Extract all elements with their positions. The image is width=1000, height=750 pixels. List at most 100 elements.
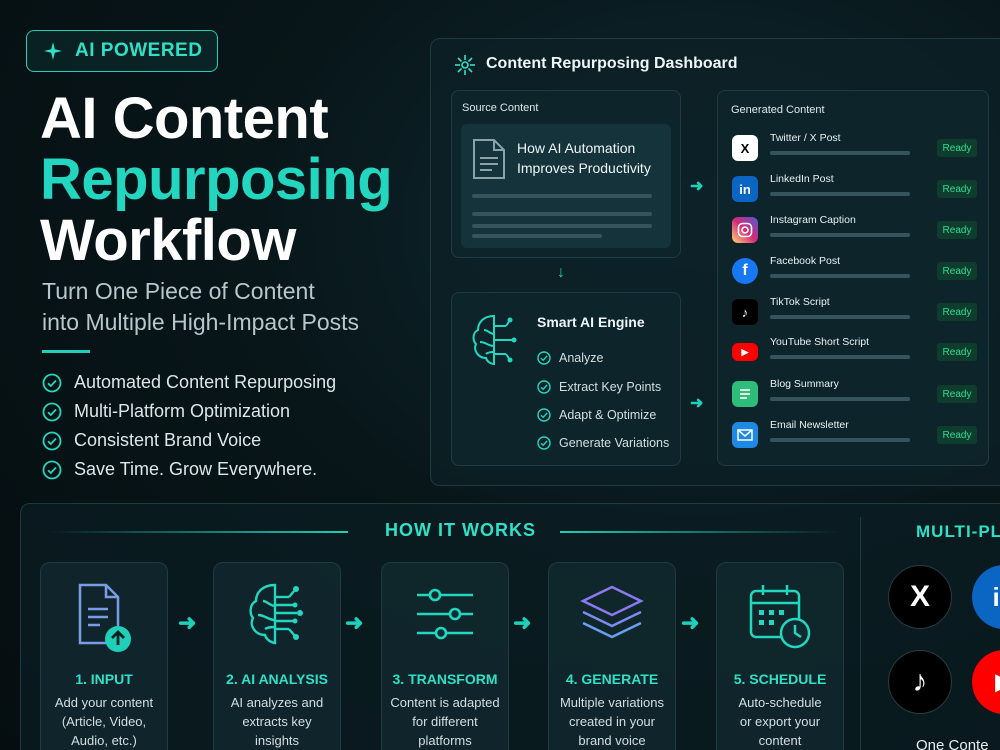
step-description: AI analyzes and extracts key insights [230,695,324,748]
text-placeholder-bar [472,212,652,216]
step-description: Auto-schedule or export your content [738,695,822,748]
progress-bar [770,233,910,237]
check-circle-icon [42,373,62,392]
ai-engine-panel [451,292,681,466]
check-circle-icon [42,460,62,479]
document-upload-icon [41,581,167,655]
document-icon [732,381,758,407]
step-transform[interactable]: 3. TRANSFORM Content is adapted for diff… [381,562,509,750]
step-schedule[interactable]: 5. SCHEDULE Auto-schedule or export your… [716,562,844,750]
generated-item-blog[interactable]: Blog Summary Ready [732,378,977,408]
tiktok-icon: ♪ [732,299,758,325]
generated-item-linkedin[interactable]: in LinkedIn Post Ready [732,173,977,203]
progress-bar [770,151,910,155]
calendar-clock-icon [717,581,843,651]
step-description: Add your content (Article, Video, Audio,… [54,695,154,748]
facebook-icon: f [732,258,758,284]
generated-item-email[interactable]: Email Newsletter Ready [732,419,977,449]
arrow-right-icon: ➜ [690,178,704,195]
status-badge: Ready [937,343,977,361]
x-logo-icon[interactable]: X [888,565,952,629]
check-circle-icon [537,380,551,394]
engine-step: Extract Key Points [537,380,661,394]
step-generate[interactable]: 4. GENERATE Multiple variations created … [548,562,676,750]
step-title: 1. INPUT [75,671,133,687]
progress-bar [770,274,910,278]
brain-circuit-icon [472,314,517,366]
step-title: 4. GENERATE [565,671,659,687]
instagram-icon [732,217,758,243]
generated-item-twitter[interactable]: X Twitter / X Post Ready [732,132,977,162]
section-divider-left [46,531,348,533]
arrow-right-icon: ➜ [345,610,364,635]
generated-item-tiktok[interactable]: ♪ TikTok Script Ready [732,296,977,326]
feature-item: Automated Content Repurposing [42,368,336,397]
how-it-works-title: HOW IT WORKS [385,520,536,540]
generated-content-label: Generated Content [731,104,825,116]
engine-step: Adapt & Optimize [537,408,656,422]
badge-label: AI POWERED [75,40,203,61]
text-placeholder-bar [472,234,602,238]
text-placeholder-bar [472,224,652,228]
feature-label: Multi-Platform Optimization [74,401,291,421]
status-badge: Ready [937,303,977,321]
feature-item: Save Time. Grow Everywhere. [42,455,336,484]
status-badge: Ready [937,385,977,403]
step-title: 3. TRANSFORM [392,671,498,687]
step-description: Multiple variations created in your bran… [559,695,665,748]
feature-item: Multi-Platform Optimization [42,397,336,426]
arrow-right-icon: ➜ [681,610,700,635]
step-title: 5. SCHEDULE [733,671,827,687]
step-input[interactable]: 1. INPUT Add your content (Article, Vide… [40,562,168,750]
mail-icon [732,422,758,448]
hero-subtitle-line2: into Multiple High-Impact Posts [42,309,360,335]
arrow-right-icon: ➜ [513,610,532,635]
tiktok-icon[interactable]: ♪ [888,650,952,714]
document-icon [473,139,505,179]
network-sparkle-icon [455,55,475,75]
check-circle-icon [42,402,62,421]
sliders-icon [382,581,508,647]
hero-subtitle-line1: Turn One Piece of Content [42,278,315,304]
hero-title-line3: Workflow [40,208,296,273]
progress-bar [770,192,910,196]
ai-powered-badge: AI POWERED [26,30,218,72]
step-ai-analysis[interactable]: 2. AI ANALYSIS AI analyzes and extracts … [213,562,341,750]
generated-item-facebook[interactable]: f Facebook Post Ready [732,255,977,285]
multi-platform-title: MULTI-PLA [916,522,1000,541]
feature-label: Save Time. Grow Everywhere. [74,459,318,479]
check-circle-icon [42,431,62,450]
hero-title-line2: Repurposing [40,147,393,212]
sparkle-icon [44,42,62,60]
text-placeholder-bar [472,194,652,198]
hero-title-line1: AI Content [40,86,329,151]
youtube-icon: ▶ [732,343,758,361]
progress-bar [770,438,910,442]
progress-bar [770,355,910,359]
generated-item-instagram[interactable]: Instagram Caption Ready [732,214,977,244]
check-circle-icon [537,351,551,365]
arrow-right-icon: ➜ [690,395,704,412]
check-circle-icon [537,408,551,422]
feature-label: Automated Content Repurposing [74,372,337,392]
check-circle-icon [537,436,551,450]
generated-item-youtube[interactable]: ▶ YouTube Short Script Ready [732,336,977,366]
arrow-down-icon: ↓ [557,264,565,281]
dashboard-title: Content Repurposing Dashboard [486,55,738,72]
layers-icon [549,581,675,647]
status-badge: Ready [937,180,977,198]
source-title: How AI Automation Improves Productivity [517,140,651,176]
source-content-label: Source Content [462,102,539,114]
feature-label: Consistent Brand Voice [74,430,262,450]
status-badge: Ready [937,262,977,280]
status-badge: Ready [937,426,977,444]
step-description: Content is adapted for different platfor… [390,695,500,748]
engine-title: Smart AI Engine [537,314,645,330]
section-divider-right [560,531,840,533]
status-badge: Ready [937,139,977,157]
step-title: 2. AI ANALYSIS [226,671,328,687]
hero-divider [42,350,90,353]
multi-platform-footer: One Conte [916,737,989,750]
feature-item: Consistent Brand Voice [42,426,336,455]
progress-bar [770,397,910,401]
